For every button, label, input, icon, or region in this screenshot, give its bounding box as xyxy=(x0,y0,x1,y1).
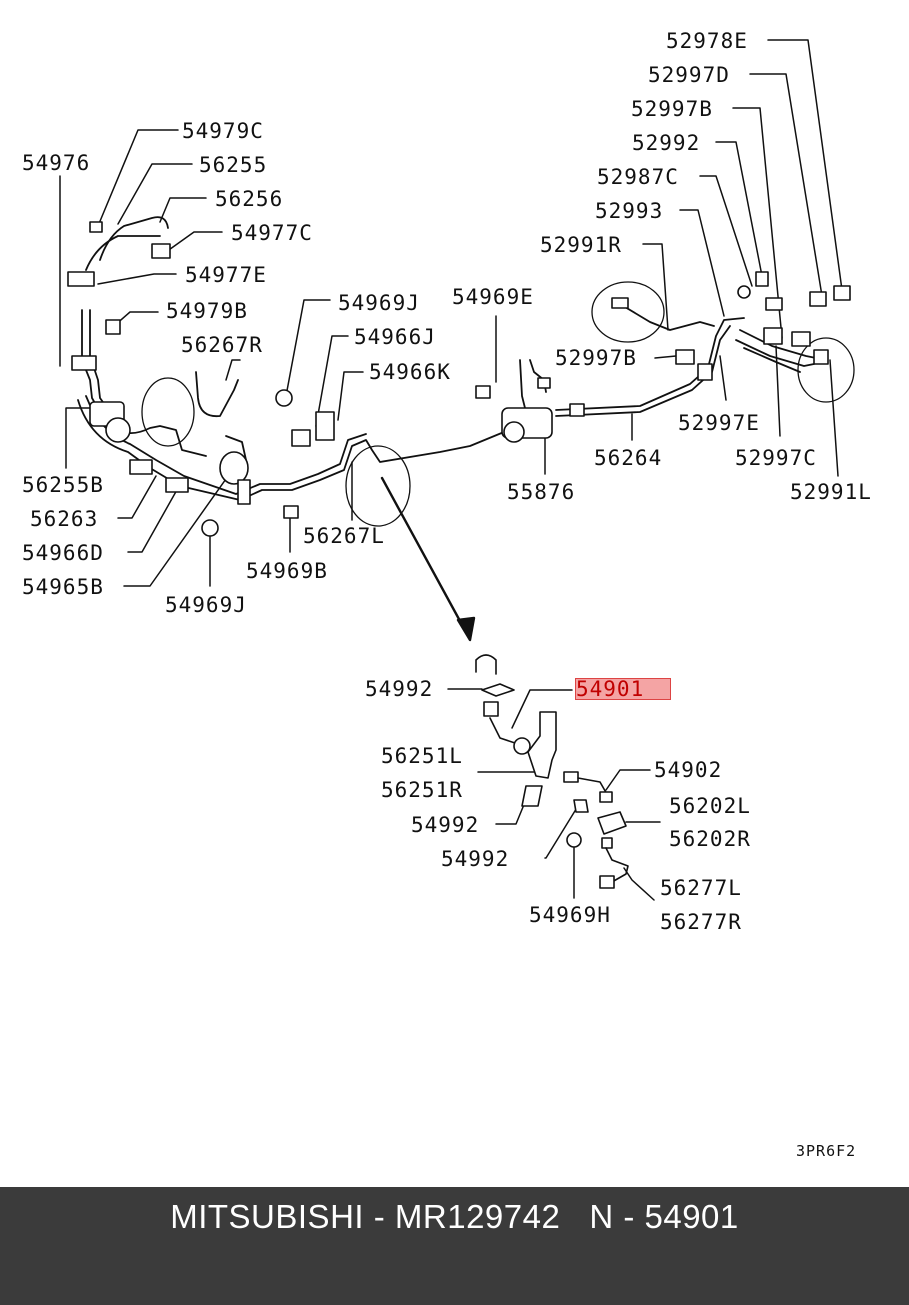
part-label: 52991L xyxy=(790,480,872,504)
part-label: 52997D xyxy=(648,63,730,87)
part-label: 56264 xyxy=(594,446,663,470)
part-label: 56256 xyxy=(215,187,284,211)
highlighted-part-label: 54901 xyxy=(575,678,671,700)
diagram-code: 3PR6F2 xyxy=(796,1142,857,1160)
part-label: 52997E xyxy=(678,411,760,435)
part-label: 52987C xyxy=(597,165,679,189)
part-label: 56267R xyxy=(181,333,263,357)
part-label: 54965B xyxy=(22,575,104,599)
part-label: 54966K xyxy=(369,360,451,384)
part-label: 52978E xyxy=(666,29,748,53)
part-label: 56277R xyxy=(660,910,742,934)
fittings xyxy=(67,221,851,537)
part-label: 52997C xyxy=(735,446,817,470)
part-label: 56255 xyxy=(199,153,268,177)
part-label: 56255B xyxy=(22,473,104,497)
part-label: 54969H xyxy=(529,903,611,927)
part-label: 52992 xyxy=(632,131,701,155)
parts-illustration xyxy=(59,39,855,901)
part-label: 56251R xyxy=(381,778,463,802)
part-label: 52991R xyxy=(540,233,622,257)
brake-line-diagram: 52978E 52997D 52997B 52992 52987C 52993 … xyxy=(22,29,872,1160)
part-label: 52997B xyxy=(555,346,637,370)
part-label: 54979B xyxy=(166,299,248,323)
part-label: 56202L xyxy=(669,794,751,818)
detail-parts xyxy=(475,654,629,889)
part-label: 56267L xyxy=(303,524,385,548)
part-label: 56251L xyxy=(381,744,463,768)
part-label: 56263 xyxy=(30,507,99,531)
part-label: 54969J xyxy=(338,291,420,315)
brake-pipes xyxy=(77,216,817,501)
detail-circles xyxy=(141,281,855,527)
part-label: 54966D xyxy=(22,541,104,565)
part-label: 54977C xyxy=(231,221,313,245)
part-label: 54966J xyxy=(354,325,436,349)
part-label: 54902 xyxy=(654,758,723,782)
part-label: 54977E xyxy=(185,263,267,287)
footer-bar xyxy=(0,1187,909,1305)
part-label: 52997B xyxy=(631,97,713,121)
part-label: 56202R xyxy=(669,827,751,851)
leader-lines xyxy=(59,39,843,901)
detail-arrow xyxy=(380,476,476,642)
part-label: 54976 xyxy=(22,151,91,175)
part-label: 52993 xyxy=(595,199,664,223)
footer-title: MITSUBISHI - MR129742 N - 54901 xyxy=(170,1198,739,1235)
part-label: 54992 xyxy=(441,847,510,871)
part-label: 54992 xyxy=(365,677,434,701)
part-label: 55876 xyxy=(507,480,576,504)
part-label: 54969B xyxy=(246,559,328,583)
part-label: 54969J xyxy=(165,593,247,617)
part-label: 54969E xyxy=(452,285,534,309)
part-label: 54992 xyxy=(411,813,480,837)
part-label: 54979C xyxy=(182,119,264,143)
part-label: 56277L xyxy=(660,876,742,900)
